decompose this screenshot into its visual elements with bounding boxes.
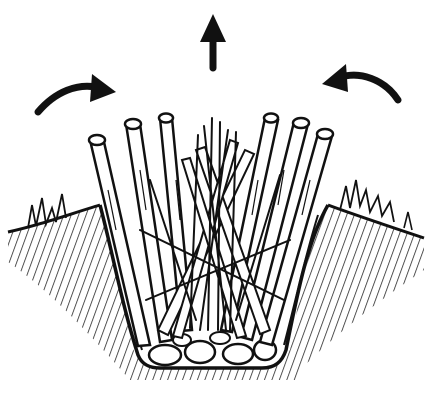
arrow-up-icon — [200, 14, 226, 68]
arrow-curved-right-icon — [38, 74, 116, 112]
arrow-curved-left-icon — [322, 64, 398, 100]
